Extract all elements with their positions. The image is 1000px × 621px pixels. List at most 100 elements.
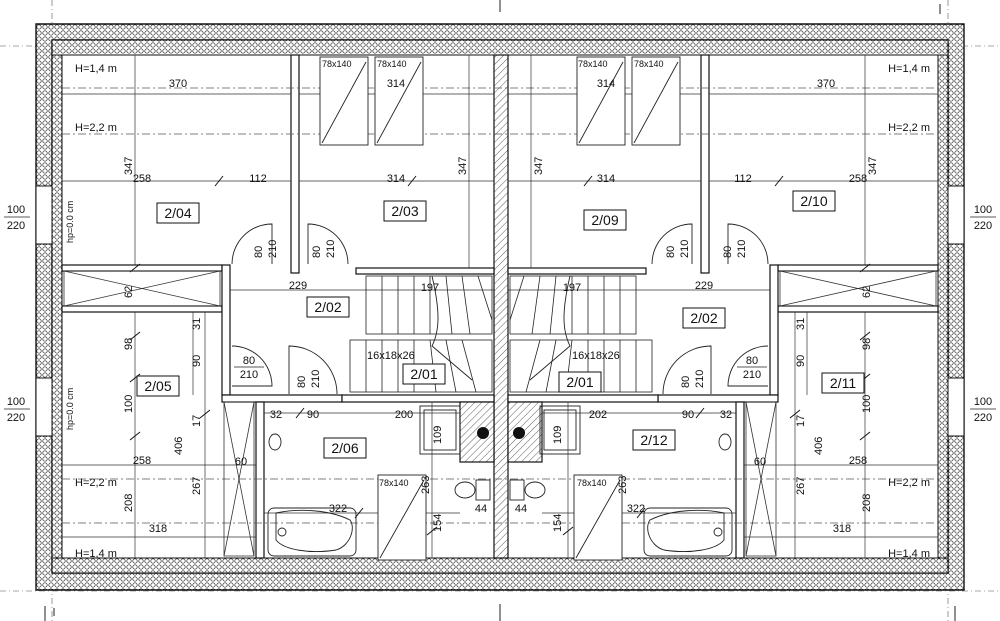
dimension-label: 31 — [795, 318, 807, 330]
door-height: 210 — [267, 240, 279, 258]
dimension-label: 322 — [627, 503, 645, 515]
dimension-label: 32 — [720, 409, 732, 421]
dimension-label: 267 — [191, 477, 203, 495]
dimension-label: 17 — [191, 415, 203, 427]
dimension-label: 90 — [795, 355, 807, 367]
dimension-label: 406 — [173, 437, 185, 455]
dimension-label: 314 — [597, 78, 615, 90]
dimension-label: 314 — [387, 78, 405, 90]
dimension-label: 229 — [695, 280, 713, 292]
dimension-label: 263 — [420, 476, 432, 494]
height-label: H=2,2 m — [888, 122, 930, 134]
outer-walls — [35, 23, 965, 591]
room-2-12: 2/12 — [640, 432, 667, 448]
window-label: 78x140 — [578, 59, 608, 69]
dimension-label: 112 — [249, 173, 267, 185]
stair-labels: 16x18x26 16x18x26 — [367, 350, 620, 362]
dimension-label: 229 — [289, 280, 307, 292]
roof-windows — [319, 56, 681, 561]
dimension-label: 314 — [387, 173, 405, 185]
dimension-label: 98 — [123, 338, 135, 350]
dimension-label: 197 — [563, 282, 581, 294]
room-2-01-right: 2/01 — [566, 374, 593, 390]
window-label: 78x140 — [322, 59, 352, 69]
room-labels: 2/04 2/03 2/09 2/10 2/02 2/02 2/01 2/01 … — [144, 193, 856, 456]
edge-label: 100 — [7, 204, 25, 216]
room-2-02-left: 2/02 — [314, 299, 341, 315]
dimension-label: 258 — [133, 173, 151, 185]
door-swings — [231, 223, 769, 395]
height-lines — [62, 87, 938, 524]
height-label: H=2,2 m — [75, 122, 117, 134]
dimension-label: 44 — [475, 503, 487, 515]
dimension-label: 17 — [795, 415, 807, 427]
room-2-10: 2/10 — [800, 193, 827, 209]
height-label: H=1,4 m — [75, 63, 117, 75]
height-label: H=2,2 m — [75, 477, 117, 489]
dimension-label: 154 — [432, 514, 444, 532]
dimension-label: 263 — [617, 476, 629, 494]
dimension-label: 90 — [191, 355, 203, 367]
door-width: 80 — [746, 355, 758, 367]
edge-label: 220 — [7, 220, 25, 232]
dimension-label: 318 — [149, 523, 167, 535]
edge-label: 220 — [974, 220, 992, 232]
edge-label: 100 — [7, 396, 25, 408]
door-height: 210 — [240, 369, 258, 381]
door-width: 80 — [722, 246, 734, 258]
door-width: 80 — [680, 376, 692, 388]
window-label: 78x140 — [379, 478, 409, 488]
dimension-label: 90 — [307, 409, 319, 421]
room-2-02-right: 2/02 — [690, 310, 717, 326]
window-label: 78x140 — [577, 478, 607, 488]
dimension-label: 347 — [457, 157, 469, 175]
room-label-boxes — [136, 190, 865, 459]
height-label: H=2,2 m — [888, 477, 930, 489]
floor-level-label: hp=0.0 cm — [65, 388, 75, 430]
dimension-label: 62 — [861, 286, 873, 298]
door-height: 210 — [694, 370, 706, 388]
dimension-label: 370 — [169, 78, 187, 90]
room-2-01-left: 2/01 — [410, 366, 437, 382]
dimension-label: 109 — [432, 426, 444, 444]
room-2-05: 2/05 — [144, 378, 171, 394]
bath-fixtures — [267, 405, 733, 557]
dimension-label: 322 — [329, 503, 347, 515]
staircase-right — [509, 275, 653, 393]
dimension-label: 267 — [795, 477, 807, 495]
interior-walls — [61, 54, 939, 559]
party-wall — [493, 54, 509, 559]
room-2-03: 2/03 — [391, 203, 418, 219]
dimension-label: 258 — [849, 455, 867, 467]
dimension-label: 90 — [682, 409, 694, 421]
dimension-label: 154 — [552, 514, 564, 532]
door-width: 80 — [665, 246, 677, 258]
dimension-label: 258 — [133, 455, 151, 467]
dimension-label: 112 — [734, 173, 752, 185]
dimension-label: 31 — [191, 318, 203, 330]
edge-label: 100 — [974, 204, 992, 216]
dimension-label: 62 — [123, 286, 135, 298]
reference-ticks — [44, 0, 956, 621]
dimension-label: 370 — [817, 78, 835, 90]
door-width: 80 — [253, 246, 265, 258]
dimension-label: 208 — [861, 494, 873, 512]
window-label: 78x140 — [634, 59, 664, 69]
room-2-11: 2/11 — [830, 375, 856, 391]
door-height: 210 — [325, 240, 337, 258]
floor-level-label: hp=0.0 cm — [65, 201, 75, 243]
dimension-label: 100 — [123, 395, 135, 413]
window-labels: 78x140 78x140 78x140 78x140 78x140 78x14… — [322, 59, 664, 488]
dimension-label: 44 — [515, 503, 527, 515]
height-labels: H=1,4 m H=2,2 m H=1,4 m H=2,2 m H=2,2 m … — [65, 63, 930, 560]
dimension-labels: 370 314 314 370 347 347 347 347 258 112 … — [123, 78, 879, 535]
flue-right — [513, 427, 525, 439]
dimension-label: 347 — [867, 157, 879, 175]
dimension-label: 109 — [552, 426, 564, 444]
door-width: 80 — [311, 246, 323, 258]
edge-window-labels: 100 220 100 220 100 220 100 220 — [4, 204, 996, 424]
door-width: 80 — [243, 355, 255, 367]
dimension-label: 98 — [861, 338, 873, 350]
dimension-label: 347 — [533, 157, 545, 175]
